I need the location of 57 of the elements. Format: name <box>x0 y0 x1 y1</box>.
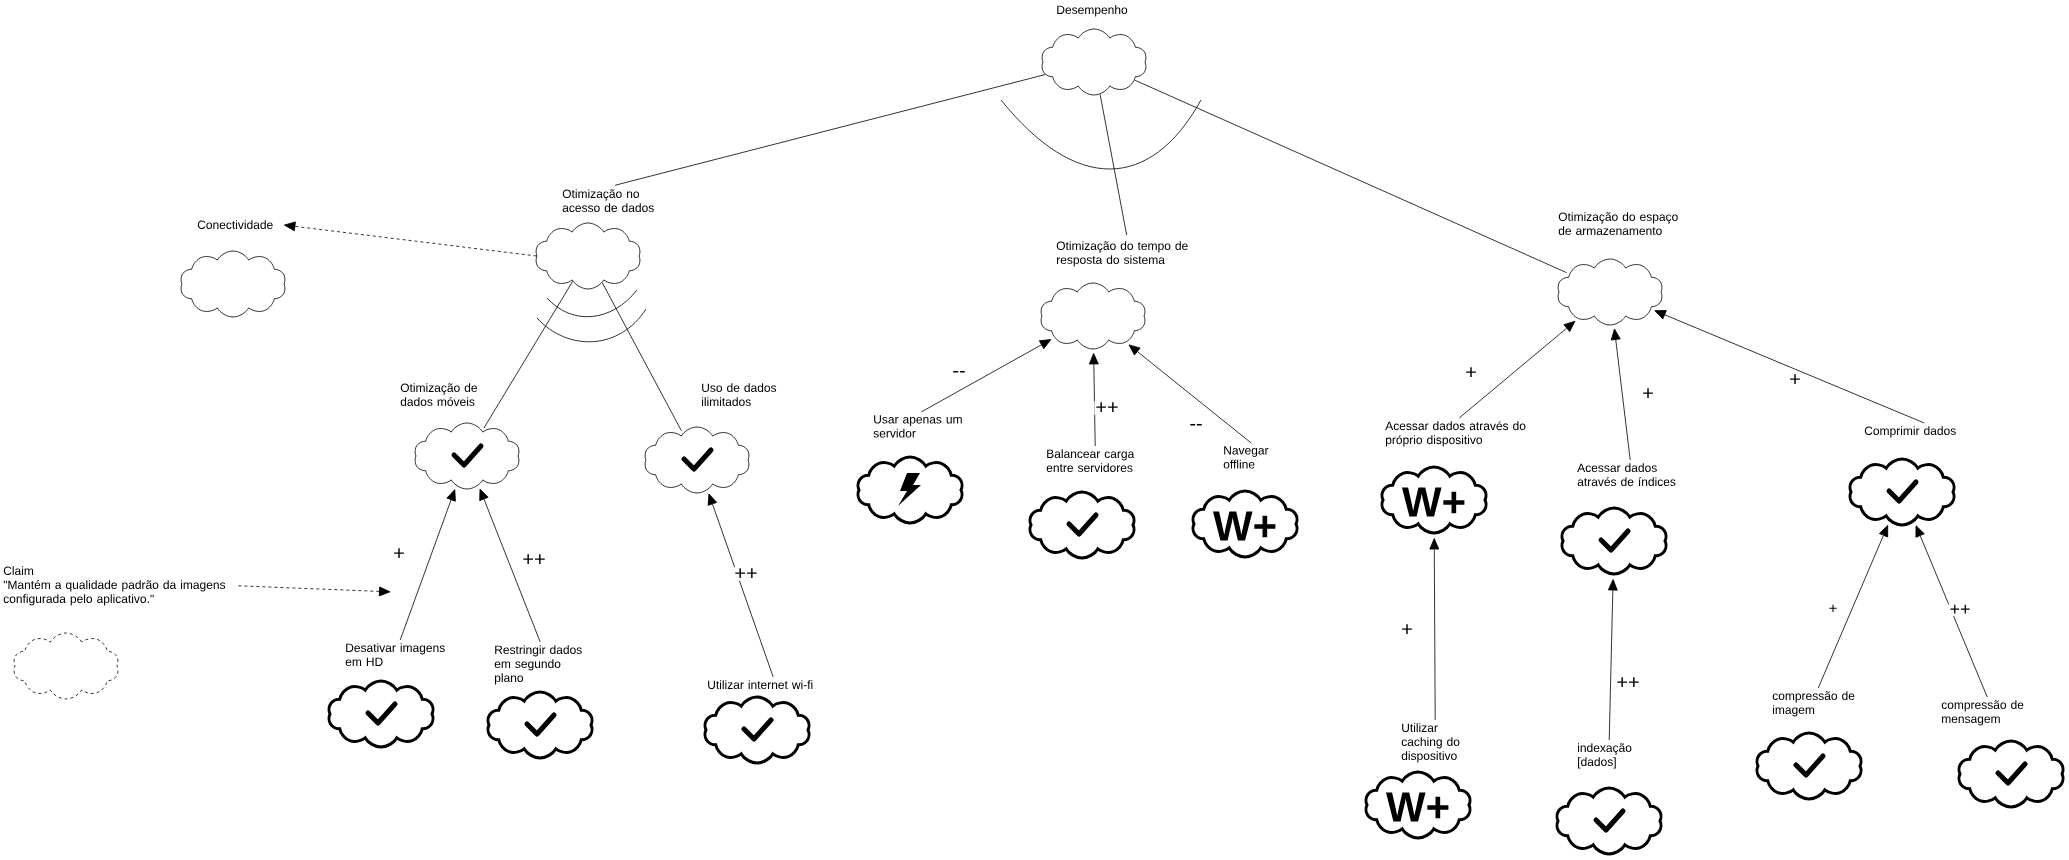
edge-label: + <box>1464 366 1478 380</box>
arrow <box>1654 310 1925 424</box>
edge-label: + <box>1400 623 1414 637</box>
goal-label: Otimização no acesso de dados <box>562 189 654 212</box>
arrow <box>1128 344 1252 444</box>
arrow <box>479 488 541 643</box>
goal-label: Conectividade <box>197 220 273 229</box>
edge-label: -- <box>951 369 967 379</box>
goal-label: compressão de imagem <box>1772 691 1855 717</box>
decomposition-line <box>1134 79 1567 274</box>
edge-label: ++ <box>733 567 759 581</box>
edge-label: -- <box>1188 422 1204 432</box>
goal-label: Navegar offline <box>1223 446 1269 469</box>
w-plus-label: W+ <box>1213 511 1276 541</box>
arrow <box>1610 328 1631 461</box>
arrow <box>1607 579 1618 741</box>
goal-label: Claim "Mantém a qualidade padrão da imagens configurada pelo aplicativo." <box>3 566 226 606</box>
arrow <box>399 489 456 641</box>
goal-label: Desempenho <box>1057 5 1128 17</box>
goal-label: Acessar dados através de índices <box>1577 463 1676 486</box>
goal-label: Utilizar internet wi-fi <box>708 680 813 689</box>
goal-label: compressão de mensagem <box>1941 700 2024 726</box>
goal-label: indexação [dados] <box>1578 743 1632 769</box>
w-plus-label: W+ <box>1402 487 1465 517</box>
goal-label: Otimização do espaço de armazenamento <box>1558 212 1678 235</box>
goal-label: Acessar dados através do próprio dispositivo <box>1385 421 1526 447</box>
goal-label: Usar apenas um servidor <box>873 415 962 438</box>
arrow <box>1817 525 1889 689</box>
edge-label: + <box>1788 373 1802 387</box>
arrow <box>920 339 1052 413</box>
edge-label: ++ <box>1094 401 1120 415</box>
goal-label: Uso de dados ilimitados <box>702 383 777 406</box>
edge-label: ++ <box>521 553 547 567</box>
goal-label: Otimização de dados móveis <box>400 383 477 406</box>
goal-label: Balancear carga entre servidores <box>1046 449 1135 472</box>
decomposition-line <box>614 74 1046 186</box>
decomposition-line <box>601 282 682 432</box>
arrow <box>238 585 391 597</box>
decomposition-line <box>483 280 574 429</box>
arrow <box>707 493 774 678</box>
arrow <box>1458 320 1576 419</box>
arrow <box>284 221 537 257</box>
goal-label: Desativar imagens em HD <box>345 643 445 666</box>
edge-label: + <box>392 547 406 561</box>
goal-label: Restringir dados em segundo plano <box>494 645 582 685</box>
edge-label: + <box>1641 387 1655 401</box>
arrow <box>1088 353 1099 447</box>
decomposition-line <box>1099 93 1128 236</box>
goal-label: Utilizar caching do dispositivo <box>1401 723 1460 763</box>
edge-label: ++ <box>1615 676 1641 690</box>
arrow <box>1915 525 1988 698</box>
edge-label: ++ <box>1948 603 1972 617</box>
goal-label: Comprimir dados <box>1864 426 1956 438</box>
edge-label: + <box>1827 603 1839 615</box>
w-plus-label: W+ <box>1386 792 1449 822</box>
goal-label: Otimização do tempo de resposta do sistema <box>1056 241 1188 267</box>
arrow <box>1429 538 1440 721</box>
